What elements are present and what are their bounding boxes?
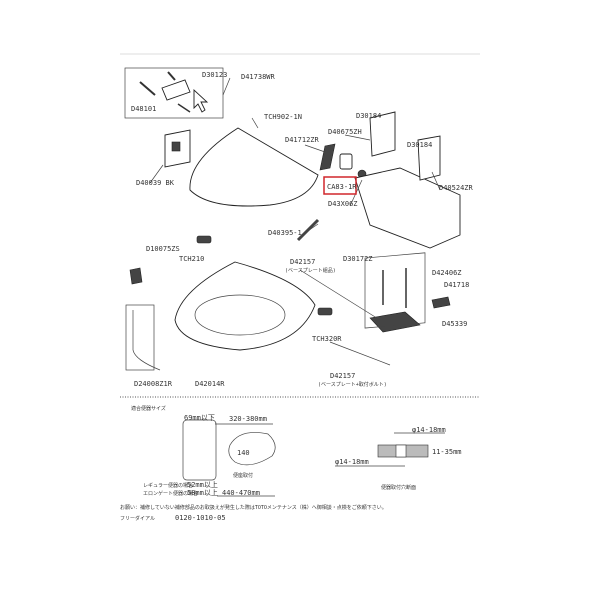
side-cover-part [369,111,396,157]
part-label: D45339 [442,320,467,328]
tank-outline [182,419,217,481]
dimension-caption: 便器取付穴断面 [381,484,416,491]
dimension-label: φ14-18mm [335,458,369,466]
remote-display [171,141,181,152]
freedial-number: 0120-1010-05 [175,514,226,522]
cursor-arrow-icon [193,88,209,113]
dimension-label: 58mm以上 [187,488,218,497]
part-label: D40675ZH [328,128,362,136]
part-label: TCH320R [312,335,342,343]
part-note: (ベースプレート組品) [285,267,336,274]
part-label: D41738WR [241,73,276,81]
bowl-outline [228,432,276,466]
base-plate-part [369,311,421,333]
hinge-pin-right-part [317,307,333,316]
dimension-note: 便座取付 [233,472,253,479]
bracket-clip-part [431,296,451,309]
part-label: D42014R [195,380,225,388]
supply-hose-part [132,310,161,371]
part-label: D30172Z [343,255,373,263]
dimension-label: 140 [237,449,250,457]
part-label: TCH902-1N [264,113,302,121]
nozzle-part [339,153,353,170]
part-label: D40395-1 [268,229,302,237]
main-unit-part [354,167,461,249]
part-label: D10075ZS [146,245,180,253]
side-cover-right-part [417,135,441,181]
seat-opening [194,294,286,336]
part-label: D30184 [356,112,381,120]
dimension-note: レギュラー便器の場合 [143,482,193,489]
part-label: D42157 [290,258,315,266]
water-valve-part [129,267,143,285]
part-label: D41718 [444,281,469,289]
part-label: D40039 BK [136,179,175,187]
wall-bracket-part [139,71,191,113]
part-label: D43X06Z [328,200,358,208]
dimension-label: φ14-18mm [412,426,446,434]
part-label: D30123 [202,71,227,79]
part-label: D41712ZR [285,136,320,144]
leader-lines [149,77,441,366]
footer-notice: お願い：補修していない補修部品のお取扱えが発生した際はTOTOメンテナンス（株）… [120,504,387,511]
freedial-label: フリーダイアル [120,515,155,522]
part-note: (ベースプレート+取付ボルト) [318,381,387,388]
toilet-lid-part [189,127,319,207]
dimension-label: 52mm以上 [187,480,218,489]
filter-part [319,143,336,171]
bracket-inset-box [124,67,224,119]
dimension-label: 11-35mm [432,448,462,456]
part-label: D24008Z1R [134,380,173,388]
highlight-box [323,176,357,195]
part-label: D42157 [330,372,355,380]
highlighted-part-label: CA83-1R [327,183,357,191]
part-label: TCH210 [179,255,204,263]
part-label: D48101 [131,105,156,113]
hose-part [296,218,320,242]
dimension-label: 440-470mm [222,489,260,497]
hose-box [125,304,155,371]
part-label: D30184 [407,141,432,149]
toilet-seat-part [174,261,316,351]
hinge-pin-part [196,235,212,244]
part-label: D40524ZR [439,184,474,192]
dimension-label: 69mm以下 [184,414,215,422]
part-label: D42406Z [432,269,462,277]
dimension-title: 適合便器サイズ [131,405,166,412]
dimension-label: 320-380mm [229,415,267,423]
base-plate-box [364,252,426,329]
dimension-note: エロンゲート便器の場合 [143,490,198,497]
